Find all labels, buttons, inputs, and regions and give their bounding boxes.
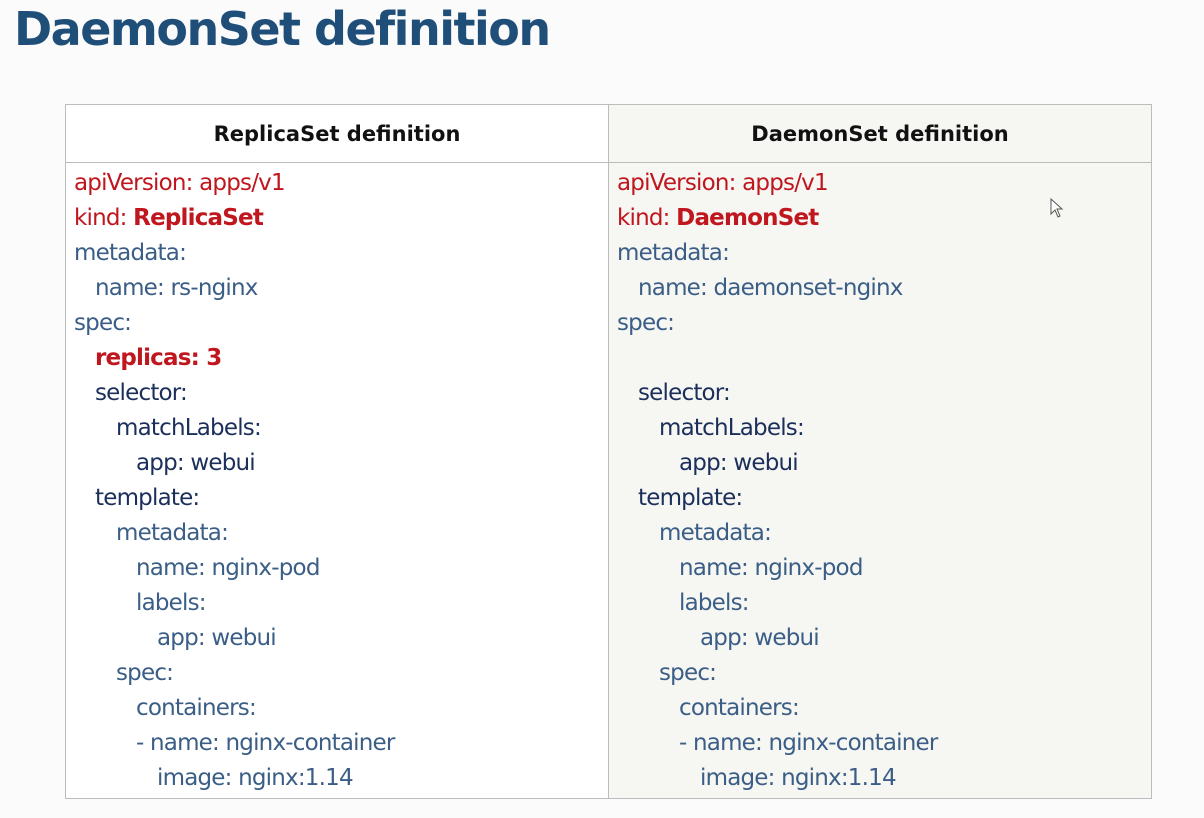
code-line-selector-app: app: webui xyxy=(136,450,256,476)
code-line-template-metadata: metadata: xyxy=(116,520,229,546)
code-line-template-metadata: metadata: xyxy=(659,520,772,546)
code-line-pod-name: name: nginx-pod xyxy=(679,555,863,581)
column-divider xyxy=(608,105,609,798)
code-line-kind: kind: DaemonSet xyxy=(617,201,819,236)
code-line-pod-spec: spec: xyxy=(659,660,717,686)
code-line-pod-spec: spec: xyxy=(116,660,174,686)
daemonset-yaml: apiVersion: apps/v1 kind: DaemonSet meta… xyxy=(609,163,1151,798)
code-line-labels-app: app: webui xyxy=(700,625,820,651)
mouse-pointer-icon xyxy=(1050,198,1064,218)
code-line-container-name: - name: nginx-container xyxy=(679,730,938,756)
code-line-name: name: daemonset-nginx xyxy=(638,275,903,301)
code-line-metadata: metadata: xyxy=(74,240,187,266)
code-line-container-name: - name: nginx-container xyxy=(136,730,395,756)
code-line-matchlabels: matchLabels: xyxy=(116,415,262,441)
code-line-matchlabels: matchLabels: xyxy=(659,415,805,441)
code-line-name: name: rs-nginx xyxy=(95,275,258,301)
code-line-replicas: replicas: 3 xyxy=(95,345,222,371)
code-line-container-image: image: nginx:1.14 xyxy=(700,765,897,791)
code-line-pod-name: name: nginx-pod xyxy=(136,555,320,581)
replicaset-column-header: ReplicaSet definition xyxy=(213,121,461,146)
code-line-containers: containers: xyxy=(679,695,800,721)
slide-title: DaemonSet definition xyxy=(14,2,551,56)
code-line-labels: labels: xyxy=(136,590,207,616)
code-line-container-image: image: nginx:1.14 xyxy=(157,765,354,791)
code-line-template: template: xyxy=(638,485,743,511)
kind-key: kind: xyxy=(74,205,134,231)
comparison-table: ReplicaSet definition DaemonSet definiti… xyxy=(65,104,1152,799)
code-line-metadata: metadata: xyxy=(617,240,730,266)
code-line-apiversion: apiVersion: apps/v1 xyxy=(617,170,829,196)
code-line-containers: containers: xyxy=(136,695,257,721)
kind-key: kind: xyxy=(617,205,677,231)
kind-value: DaemonSet xyxy=(676,205,819,231)
code-line-selector-app: app: webui xyxy=(679,450,799,476)
kind-value: ReplicaSet xyxy=(133,205,264,231)
code-line-labels-app: app: webui xyxy=(157,625,277,651)
code-line-kind: kind: ReplicaSet xyxy=(74,201,264,236)
code-line-labels: labels: xyxy=(679,590,750,616)
code-line-spec: spec: xyxy=(617,310,675,336)
code-line-apiversion: apiVersion: apps/v1 xyxy=(74,170,286,196)
daemonset-column-header: DaemonSet definition xyxy=(609,105,1151,162)
code-line-template: template: xyxy=(95,485,200,511)
code-line-spec: spec: xyxy=(74,310,132,336)
table-header-row: ReplicaSet definition DaemonSet definiti… xyxy=(66,105,1151,163)
code-line-selector: selector: xyxy=(95,380,188,406)
replicaset-yaml: apiVersion: apps/v1 kind: ReplicaSet met… xyxy=(66,163,608,798)
code-line-selector: selector: xyxy=(638,380,731,406)
